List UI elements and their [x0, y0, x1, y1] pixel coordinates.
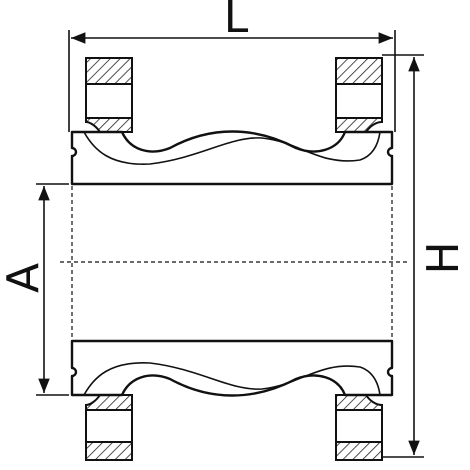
- top-bellows-body: [70, 130, 394, 186]
- extension-lines: [36, 30, 424, 458]
- label-length: L: [224, 0, 249, 43]
- label-bore: A: [0, 263, 49, 293]
- flange-bottom-right: [335, 394, 383, 461]
- top-bellows-inner-line: [83, 131, 381, 165]
- bottom-bellows-inner-line: [83, 362, 381, 396]
- label-height: H: [418, 241, 469, 274]
- flange-top-right: [335, 57, 383, 133]
- center-lines: [60, 186, 410, 341]
- dimension-lines: [38, 32, 420, 455]
- flange-bottom-left: [85, 394, 133, 461]
- bottom-bellows-body: [70, 339, 394, 397]
- flange-top-left: [85, 57, 133, 133]
